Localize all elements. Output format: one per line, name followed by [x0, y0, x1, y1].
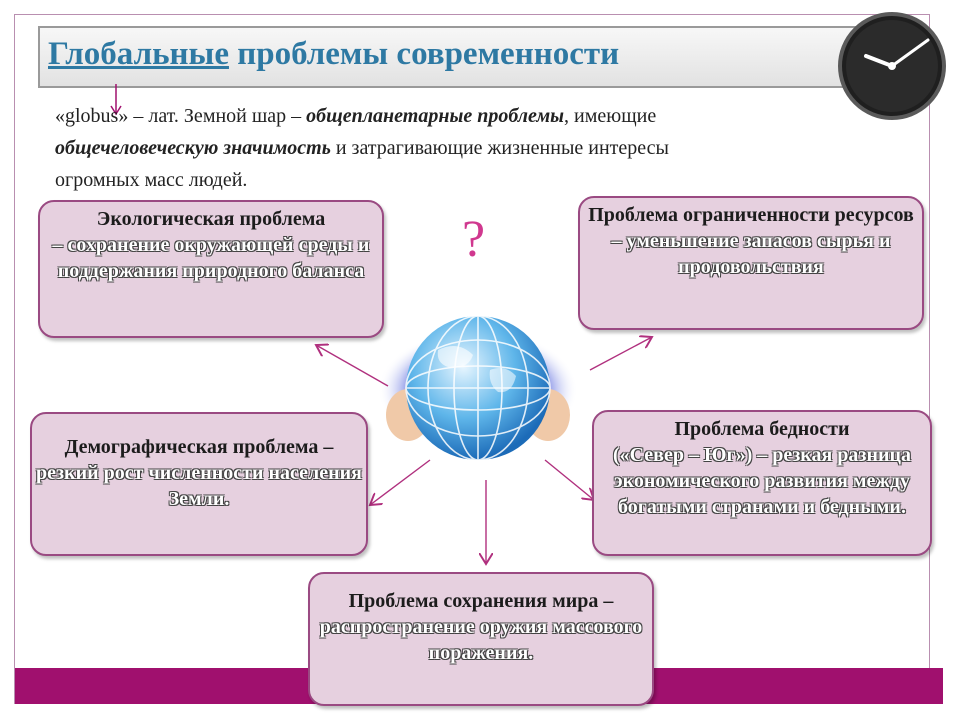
- ecology-title: Экологическая проблема: [96, 208, 326, 230]
- intro-bold2: общечеловеческую значимость: [55, 137, 331, 159]
- intro-text: «globus» – лат. Земной шар – общепланета…: [55, 100, 885, 196]
- demography-title: Демографическая проблема: [64, 436, 319, 458]
- intro-bold1: общепланетарные проблемы: [306, 105, 565, 127]
- box-demography: Демографическая проблема – резкий рост ч…: [30, 412, 368, 556]
- box-poverty: Проблема бедности («Север – Юг») – резка…: [592, 410, 932, 556]
- demography-dash: –: [318, 436, 334, 458]
- box-resources: Проблема ограниченности ресурсов – умень…: [578, 196, 924, 330]
- intro-part3: и затрагивающие жизненные интересы: [330, 137, 669, 159]
- title-rest: проблемы современности: [228, 36, 620, 72]
- poverty-title: Проблема бедности: [674, 418, 850, 440]
- title-highlight: Глобальные: [48, 36, 229, 72]
- box-peace: Проблема сохранения мира – распространен…: [308, 572, 654, 706]
- demography-text: резкий рост численности населения Земли.: [36, 462, 362, 510]
- poverty-text: («Север – Юг») – резкая разница экономич…: [612, 444, 912, 518]
- clock-icon: [838, 12, 946, 120]
- peace-text: распространение оружия массового поражен…: [319, 616, 643, 664]
- box-ecology: Экологическая проблема – сохранение окру…: [38, 200, 384, 338]
- intro-part1: «globus» – лат. Земной шар –: [55, 105, 307, 127]
- link-arrow-icon: [110, 84, 122, 116]
- resources-text: – уменьшение запасов сырья и продовольст…: [611, 230, 891, 278]
- resources-title: Проблема ограниченности ресурсов: [588, 204, 914, 226]
- peace-dash: –: [598, 590, 614, 612]
- page-title: Глобальные проблемы современности: [48, 36, 619, 73]
- ecology-text: – сохранение окружающей среды и поддержа…: [52, 234, 370, 282]
- title-box: [38, 26, 878, 88]
- peace-title: Проблема сохранения мира: [348, 590, 599, 612]
- intro-part2: , имеющие: [564, 105, 657, 127]
- globe-image: [378, 315, 578, 461]
- question-mark: ?: [462, 211, 486, 268]
- intro-line3: огромных масс людей.: [55, 169, 248, 191]
